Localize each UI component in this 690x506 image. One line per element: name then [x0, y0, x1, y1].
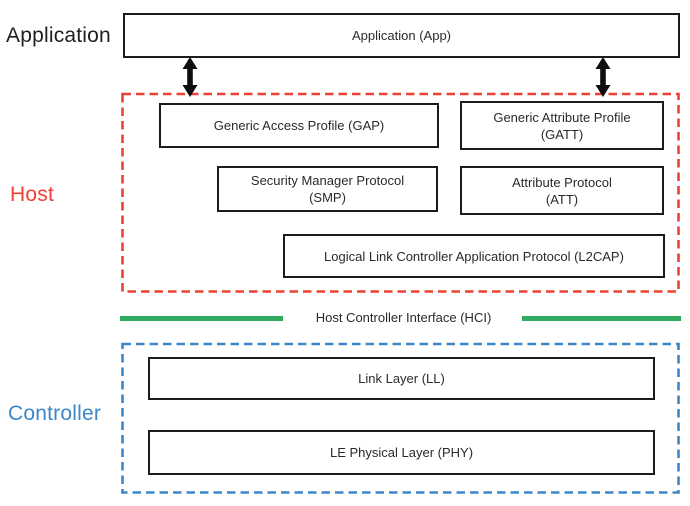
link-layer-box-label: Link Layer (LL): [358, 371, 445, 386]
smp-box: Security Manager Protocol (SMP): [217, 166, 438, 212]
att-box: Attribute Protocol (ATT): [460, 166, 664, 215]
gatt-box-label-line2: (GATT): [540, 126, 584, 142]
host-layer-label: Host: [10, 183, 54, 206]
application-app-box: Application (App): [123, 13, 680, 58]
hci-label: Host Controller Interface (HCI): [315, 310, 492, 325]
le-physical-layer-box-label: LE Physical Layer (PHY): [329, 445, 474, 460]
hci-bar-left: [120, 316, 283, 321]
double-arrow-icon: [595, 57, 611, 97]
smp-box-label-line2: (SMP): [309, 190, 346, 205]
att-box-label-line1: Attribute Protocol: [512, 174, 612, 190]
hci-bar-right: [522, 316, 681, 321]
l2cap-box-label: Logical Link Controller Application Prot…: [324, 248, 624, 264]
l2cap-box: Logical Link Controller Application Prot…: [283, 234, 665, 278]
application-layer-label: Application: [6, 24, 111, 47]
application-app-box-label: Application (App): [352, 28, 451, 43]
smp-box-label-line1: Security Manager Protocol: [250, 173, 405, 188]
att-box-label-line2: (ATT): [545, 191, 579, 207]
gap-box: Generic Access Profile (GAP): [159, 103, 439, 148]
gatt-box-label-line1: Generic Attribute Profile: [493, 109, 631, 125]
double-arrow-icon: [182, 57, 198, 97]
le-physical-layer-box: LE Physical Layer (PHY): [148, 430, 655, 475]
gatt-box: Generic Attribute Profile (GATT): [460, 101, 664, 150]
link-layer-box: Link Layer (LL): [148, 357, 655, 400]
gap-box-label: Generic Access Profile (GAP): [213, 118, 385, 133]
controller-layer-label: Controller: [8, 402, 102, 425]
